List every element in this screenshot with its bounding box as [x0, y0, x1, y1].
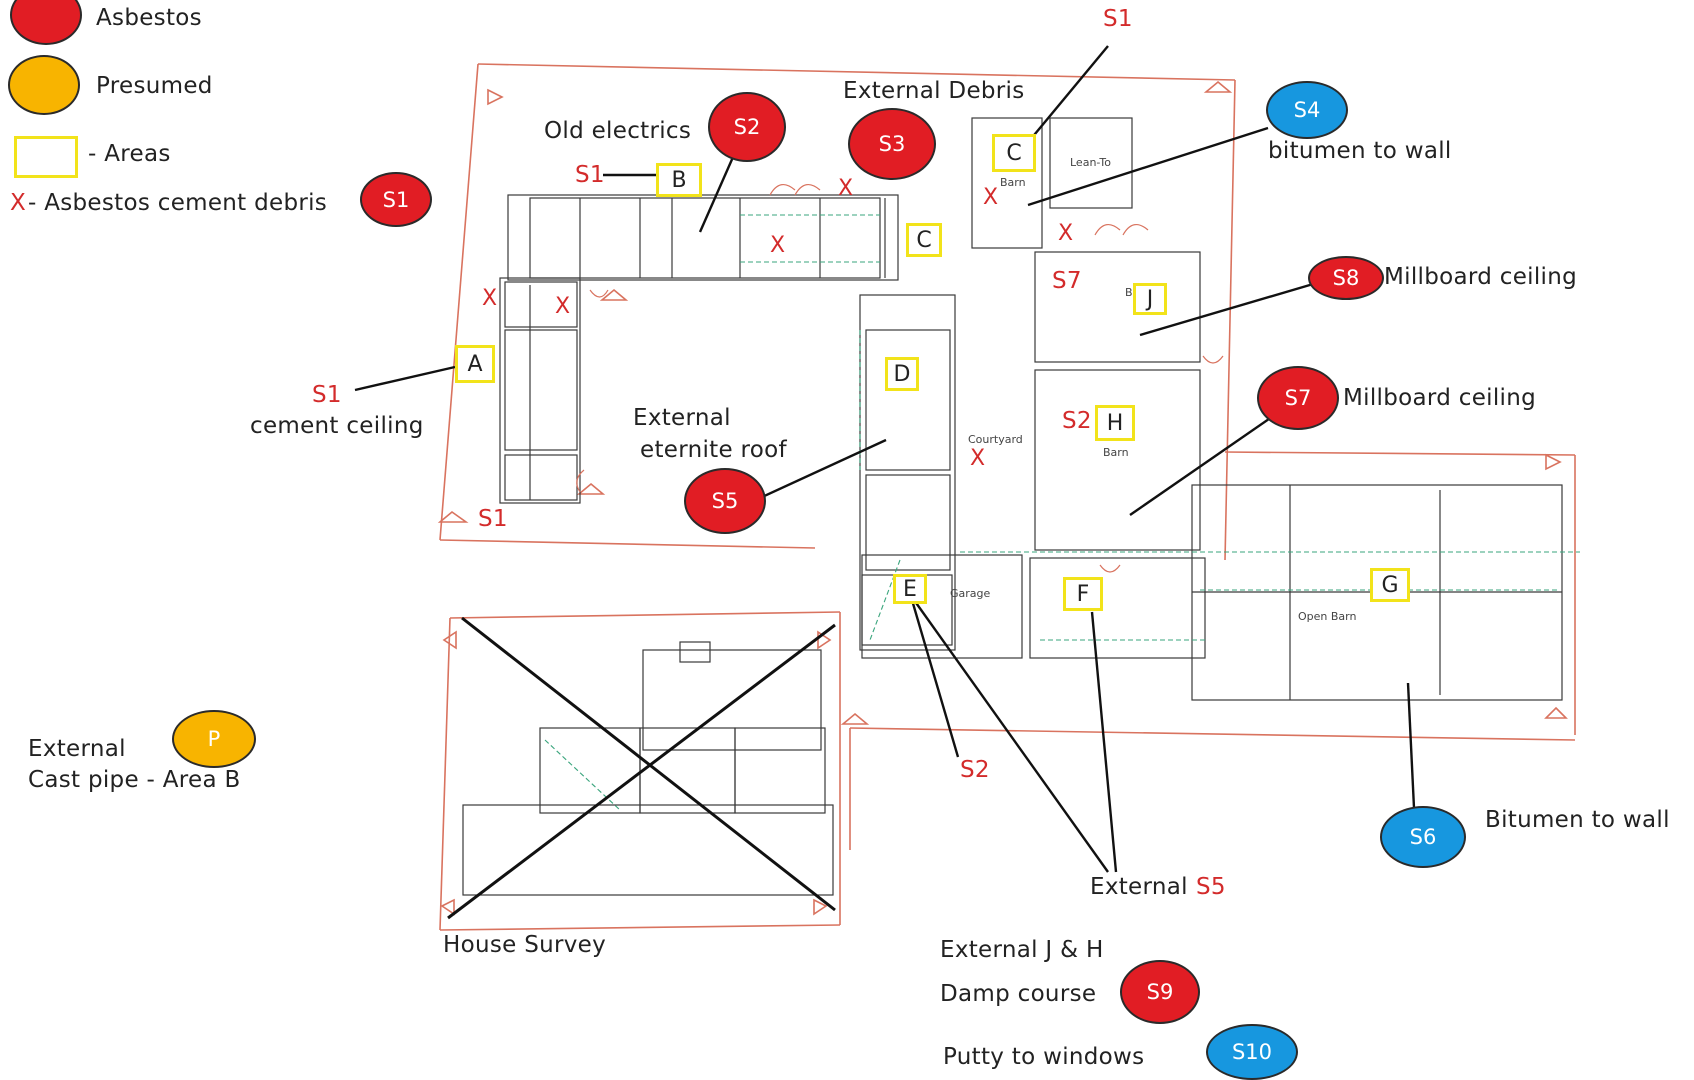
presumed-marker-p: P [172, 710, 256, 768]
sample-marker-s2-top: S2 [708, 92, 786, 162]
sample-code-s1-area-a: S1 [312, 382, 342, 408]
plan-label-lean-to: Lean-To [1070, 156, 1111, 169]
sample-code-s1-top: S1 [1103, 6, 1133, 32]
area-box-f: F [1063, 577, 1103, 611]
sample-marker-s10: S10 [1206, 1024, 1298, 1080]
legend-areas-label: - Areas [88, 141, 171, 167]
sample-marker-s4: S4 [1266, 81, 1348, 139]
area-box-g: G [1370, 568, 1410, 602]
label-old-electrics: Old electrics [544, 118, 692, 144]
area-box-c-mid: C [906, 223, 942, 257]
sample-marker-s1-legend: S1 [360, 172, 432, 227]
legend-asbestos-label: Asbestos [96, 5, 202, 31]
label-bitumen-to-wall-top: bitumen to wall [1268, 138, 1452, 164]
sample-marker-s5: S5 [684, 468, 766, 534]
label-external-s5-code: S5 [1196, 874, 1226, 900]
label-external-eternite-2: eternite roof [640, 437, 787, 463]
label-external-eternite-1: External [633, 405, 731, 431]
sample-marker-s7: S7 [1257, 366, 1339, 430]
legend-presumed-label: Presumed [96, 73, 213, 99]
legend-cement-debris-label: - Asbestos cement debris [28, 190, 328, 216]
plan-label-garage: Garage [950, 587, 991, 600]
debris-x-marker-2: X [983, 185, 999, 210]
sample-code-s2-barn: S2 [1062, 408, 1092, 434]
plan-label-barn-north: Barn [1000, 176, 1026, 189]
plan-label-open-barn: Open Barn [1298, 610, 1357, 623]
sample-marker-s3: S3 [848, 108, 936, 180]
sample-code-s2-garage: S2 [960, 757, 990, 783]
sample-code-s1-near-b: S1 [575, 162, 605, 188]
label-external-cast-1: External [28, 736, 126, 762]
label-cement-ceiling: cement ceiling [250, 413, 424, 439]
label-external-cast-2: Cast pipe - Area B [28, 767, 241, 793]
area-box-h: H [1095, 405, 1135, 441]
area-box-a: A [455, 345, 495, 383]
debris-x-marker-6: X [555, 294, 571, 319]
debris-x-marker-3: X [1058, 221, 1074, 246]
sample-code-s1-bottom-left: S1 [478, 506, 508, 532]
area-box-j: J [1133, 283, 1167, 315]
plan-label-barn-h: Barn [1103, 446, 1129, 459]
label-house-survey: House Survey [443, 932, 606, 958]
label-millboard-ceiling-1: Millboard ceiling [1384, 264, 1577, 290]
debris-x-marker-4: X [770, 233, 786, 258]
legend-x-marker: X [10, 190, 27, 216]
legend-asbestos-swatch [10, 0, 82, 45]
label-millboard-ceiling-2: Millboard ceiling [1343, 385, 1536, 411]
label-external-jh: External J & H [940, 937, 1104, 963]
area-box-e: E [893, 574, 927, 604]
area-box-c-top: C [992, 134, 1036, 172]
area-box-b: B [656, 163, 702, 197]
debris-x-marker-7: X [970, 446, 986, 471]
legend-presumed-swatch [8, 55, 80, 115]
label-external-debris: External Debris [843, 78, 1025, 104]
sample-marker-s6: S6 [1380, 806, 1466, 868]
plan-label-courtyard: Courtyard [968, 433, 1023, 446]
legend-area-swatch [14, 136, 78, 178]
label-external-s5-prefix: External [1090, 874, 1188, 900]
sample-marker-s8: S8 [1308, 256, 1384, 300]
label-bitumen-to-wall-bottom: Bitumen to wall [1485, 807, 1670, 833]
label-damp-course: Damp course [940, 981, 1097, 1007]
sample-marker-s9: S9 [1120, 960, 1200, 1024]
area-box-d: D [885, 357, 919, 391]
sample-code-s7-barn: S7 [1052, 268, 1082, 294]
debris-x-marker-5: X [482, 286, 498, 311]
debris-x-marker-1: X [838, 176, 854, 201]
label-putty-windows: Putty to windows [943, 1044, 1145, 1070]
